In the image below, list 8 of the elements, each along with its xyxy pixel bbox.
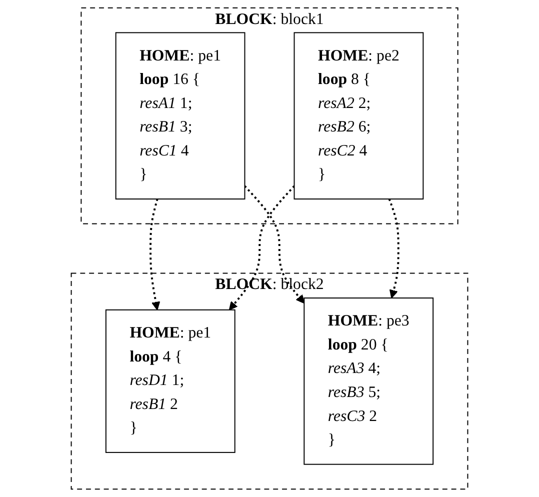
node-box: HOME: pe3 loop 20 { resA3 4; resB3 5; resC3 2 } — [304, 298, 434, 465]
arrow — [244, 185, 305, 304]
node-box: HOME: pe1 loop 16 { resA1 1; resB1 3; resC1 4 } — [115, 32, 246, 200]
node-box: HOME: pe2 loop 8 { resA2 2; resB2 6; resC2 4 } — [294, 32, 424, 200]
arrow — [228, 185, 295, 310]
arrow — [388, 198, 400, 298]
node-box: HOME: pe1 loop 4 { resD1 1; resB1 2 } — [105, 309, 236, 453]
arrow — [150, 198, 160, 310]
